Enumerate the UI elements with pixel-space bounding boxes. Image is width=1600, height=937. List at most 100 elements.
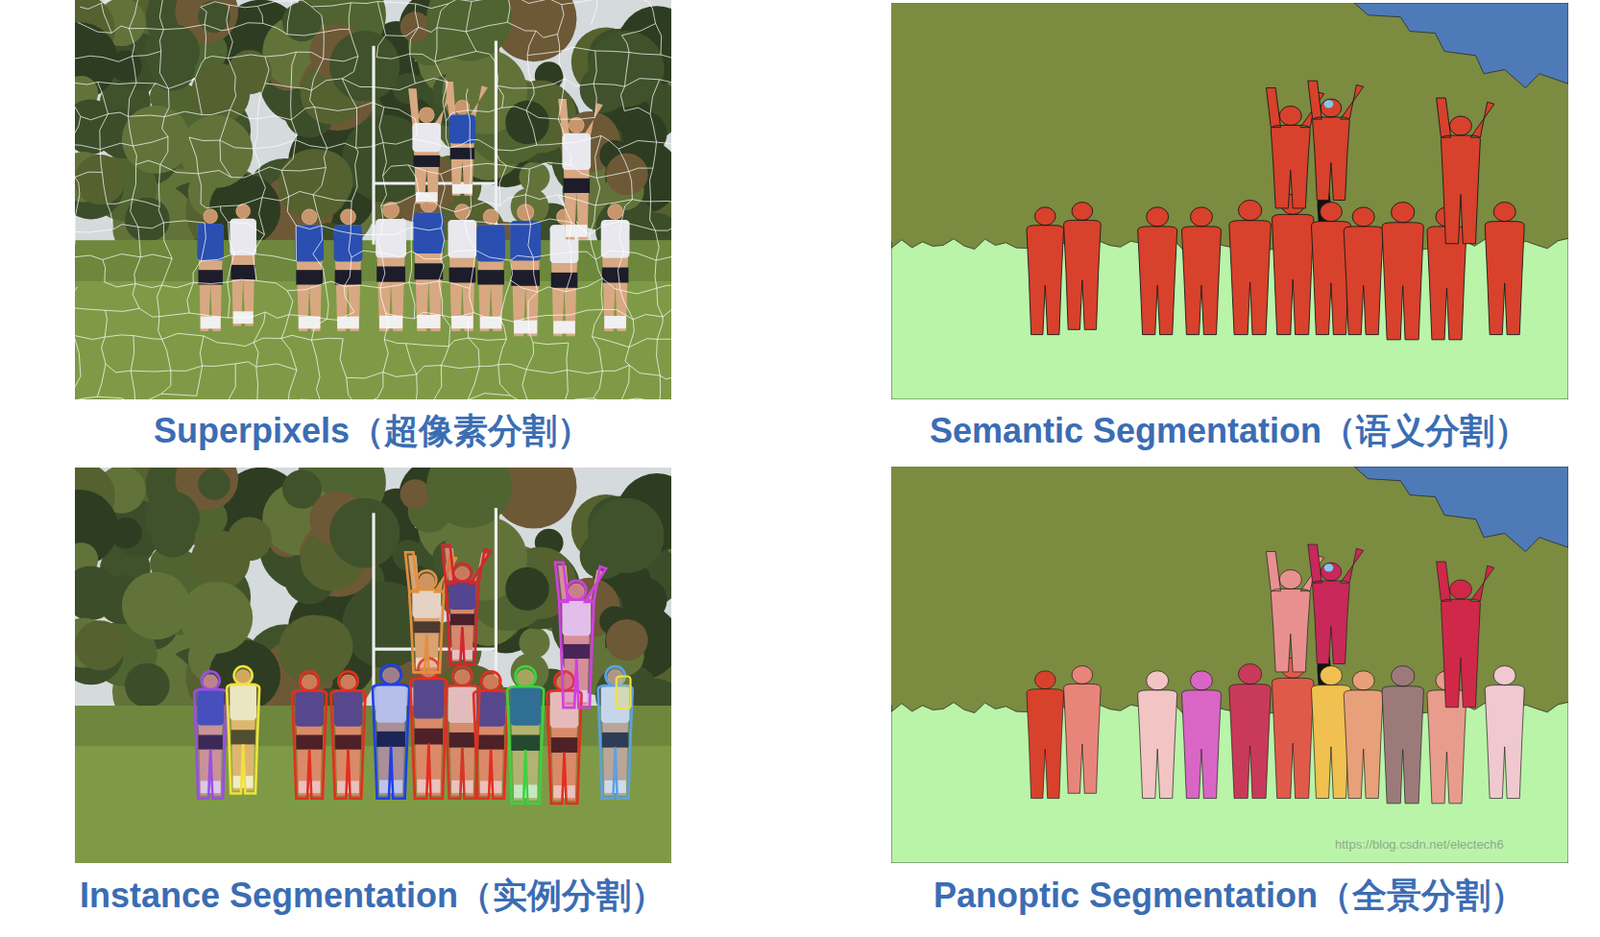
player-head (517, 204, 534, 220)
player (408, 88, 454, 204)
instance-outline (441, 545, 491, 665)
panoptic-map (891, 466, 1569, 864)
person-region (1064, 202, 1102, 331)
person-region (1484, 202, 1525, 336)
person-segment (1181, 671, 1221, 800)
panel-caption: Semantic Segmentation（语义分割） (925, 411, 1533, 452)
player (294, 209, 324, 332)
player (229, 203, 257, 326)
tree-foliage (121, 572, 191, 640)
player-head (236, 204, 250, 219)
player-socks (604, 315, 627, 329)
player-shorts (230, 265, 255, 280)
caption-text: Semantic Segmentation（语义分割） (925, 411, 1533, 452)
player-socks (416, 315, 440, 329)
player-head (302, 209, 317, 224)
instance-outline (616, 677, 631, 710)
person-segment (1381, 666, 1424, 804)
player-shorts (295, 269, 323, 285)
player-jersey (229, 218, 257, 256)
panel-caption: Superpixels（超像素分割） (149, 411, 596, 452)
person-region (1229, 199, 1271, 335)
person-segment (1310, 666, 1351, 800)
grass-far (74, 240, 672, 281)
person-region (1436, 97, 1495, 244)
tree-foliage (124, 663, 170, 708)
tree-foliage (74, 620, 125, 671)
instance-outline (226, 666, 260, 794)
instance-outline (291, 671, 327, 799)
person-region (1381, 202, 1424, 340)
sky (74, 467, 672, 864)
player-shorts (376, 266, 406, 283)
player-socks (513, 320, 537, 335)
grass-region (891, 702, 1569, 864)
sky (74, 0, 672, 400)
instance-outline (598, 666, 633, 800)
player-jersey (294, 224, 324, 262)
person-segment (1229, 663, 1271, 799)
tree-foliage (518, 628, 550, 659)
player-head (484, 209, 499, 224)
player-jersey (375, 218, 407, 258)
person-region (1308, 80, 1364, 200)
person-segment (1026, 671, 1065, 800)
watermark: https://blog.csdn.net/electech6 (1334, 837, 1504, 852)
player (334, 209, 364, 332)
person-region (1271, 193, 1313, 335)
tree-foliage (400, 11, 431, 42)
tree-foliage (329, 30, 400, 101)
instance-outline (410, 658, 447, 800)
grass-region (891, 238, 1569, 400)
person-region (1026, 207, 1065, 336)
tree-foliage (110, 517, 143, 550)
player (196, 209, 224, 332)
person-region (1181, 207, 1221, 336)
caption-text: Panoptic Segmentation（全景分割） (929, 875, 1529, 917)
superpixel-photo (74, 0, 672, 400)
person-segment (1064, 666, 1102, 795)
player-head (419, 107, 435, 122)
player (448, 203, 478, 332)
tree-foliage (426, 467, 512, 529)
player-shorts (551, 272, 579, 289)
player-shorts (562, 178, 590, 194)
player (412, 195, 444, 332)
sky-region (1354, 466, 1569, 553)
tree-region (891, 2, 1569, 400)
person-segment (1484, 666, 1525, 800)
person-region (1310, 202, 1351, 336)
tree-foliage (74, 154, 125, 205)
person-segment (1343, 671, 1383, 800)
tree-foliage (621, 111, 667, 157)
panel-caption: Panoptic Segmentation（全景分割） (929, 875, 1529, 917)
tree-foliage (606, 153, 649, 196)
caption-text: Superpixels（超像素分割） (149, 411, 596, 452)
player-socks (553, 320, 576, 334)
player-head (569, 118, 584, 133)
ball-region (1324, 563, 1334, 572)
instance-photo (74, 467, 672, 864)
tree-foliage (191, 531, 250, 590)
person-region (1138, 207, 1178, 336)
caption-text: Instance Segmentation（实例分割） (75, 875, 670, 917)
instance-outline (372, 664, 410, 800)
player-shorts (413, 263, 443, 280)
superpixel-borders (74, 0, 672, 400)
player-head (607, 204, 623, 219)
player-jersey (509, 220, 541, 261)
player-head (340, 209, 356, 224)
tree-region (891, 466, 1569, 864)
person-segment (1271, 657, 1313, 799)
tree-foliage (400, 479, 431, 510)
instance-outline (330, 671, 365, 799)
tree-foliage (278, 148, 350, 220)
instance-outline (193, 671, 227, 799)
player-socks (452, 184, 473, 194)
player-jersey (412, 213, 444, 254)
tree-foliage (587, 498, 664, 574)
player-jersey (476, 224, 506, 262)
sky-region (1354, 2, 1569, 89)
player-jersey (449, 114, 477, 144)
player-shorts (335, 269, 363, 285)
